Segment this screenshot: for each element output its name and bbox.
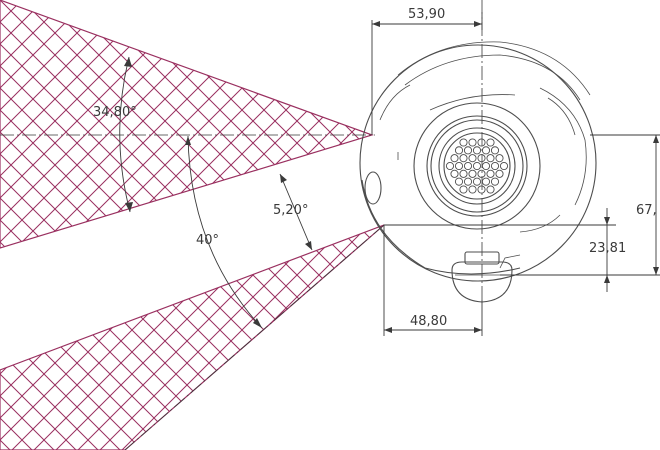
sensor-body bbox=[359, 41, 597, 282]
lens-cell bbox=[477, 169, 486, 178]
angle-total-label: 40° bbox=[196, 233, 219, 248]
lens-cell bbox=[477, 154, 486, 163]
lens-cell bbox=[477, 138, 486, 147]
lens-cell bbox=[481, 161, 491, 171]
lens-cell bbox=[495, 154, 504, 163]
lens-cell bbox=[463, 161, 473, 171]
lens-cell bbox=[490, 161, 500, 171]
angle-gap-label: 5,20° bbox=[273, 203, 308, 218]
lens-cell bbox=[472, 177, 482, 186]
lens-cell bbox=[486, 169, 495, 178]
lens-cell bbox=[459, 138, 468, 147]
upper-detection-zone bbox=[0, 0, 374, 249]
width-top-label: 53,90 bbox=[408, 7, 445, 22]
dimension-offset-right: 23,81 bbox=[384, 208, 626, 292]
lens-cell bbox=[468, 185, 477, 194]
beam-centerline bbox=[124, 224, 385, 450]
lens-cell bbox=[459, 154, 468, 163]
lens-cell bbox=[481, 177, 491, 186]
lens-cell bbox=[490, 146, 500, 155]
lens-cell bbox=[486, 185, 495, 194]
dimension-height-right: 67, bbox=[500, 134, 660, 276]
lens-cell bbox=[468, 138, 477, 147]
lens-cells bbox=[445, 138, 509, 194]
lens-cell bbox=[486, 154, 495, 163]
dimension-width-top: 53,90 bbox=[371, 7, 483, 135]
lens-cell bbox=[463, 146, 473, 155]
lens-cell bbox=[472, 146, 482, 155]
offset-right-label: 23,81 bbox=[589, 241, 626, 256]
lens-cell bbox=[450, 169, 459, 178]
lens-cell bbox=[481, 146, 491, 155]
angle-upper-beam: 34,80° bbox=[93, 56, 137, 213]
lens-cell bbox=[472, 161, 482, 171]
lens-cell bbox=[463, 177, 473, 186]
lens-cell bbox=[450, 154, 459, 163]
lens-cell bbox=[495, 169, 504, 178]
lens-cell bbox=[468, 169, 477, 178]
lens-cell bbox=[459, 185, 468, 194]
lens-cell bbox=[445, 161, 455, 171]
lower-detection-zone bbox=[0, 224, 385, 450]
lens-cell bbox=[499, 161, 509, 171]
lens-cell bbox=[454, 161, 464, 171]
lens-cell bbox=[477, 185, 486, 194]
width-bottom-label: 48,80 bbox=[410, 314, 447, 329]
lens-cell bbox=[454, 177, 464, 186]
lens-cell bbox=[486, 138, 495, 147]
lens-cell bbox=[454, 146, 464, 155]
height-right-label: 67, bbox=[636, 203, 657, 218]
angle-gap: 5,20° bbox=[273, 173, 313, 251]
angle-total: 40° bbox=[185, 135, 263, 329]
lens-cell bbox=[490, 177, 500, 186]
angle-upper-beam-label: 34,80° bbox=[93, 105, 137, 120]
lens-cell bbox=[468, 154, 477, 163]
dimension-width-bottom: 48,80 bbox=[383, 225, 483, 336]
lens-cell bbox=[459, 169, 468, 178]
